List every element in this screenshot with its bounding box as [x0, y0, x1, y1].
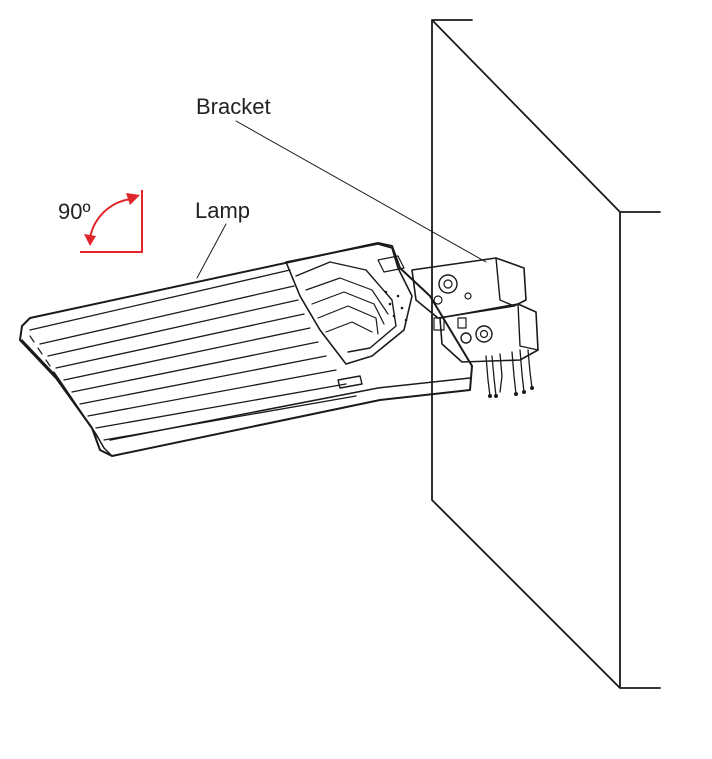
wire-leads: [485, 349, 534, 398]
bracket-label: Bracket: [196, 94, 271, 119]
arrow-head-top: [126, 193, 140, 205]
leader-lines: [196, 120, 487, 279]
angle-indicator: [80, 190, 143, 253]
lamp-leader-line: [196, 223, 227, 279]
angle-corner: [80, 190, 143, 253]
lamp: [19, 242, 473, 457]
bracket-plate-lower: [439, 303, 539, 363]
lamp-label: Lamp: [195, 198, 250, 223]
wall: [431, 19, 661, 689]
angle-label: 90º: [58, 199, 91, 224]
rotation-arc: [89, 198, 132, 239]
lamp-housing: [19, 242, 473, 457]
bracket-bolt: [438, 274, 458, 294]
bracket-bolt: [475, 325, 493, 343]
bracket-leader-line: [235, 120, 487, 263]
bracket: [411, 257, 539, 398]
arrow-head-bottom: [84, 234, 96, 246]
bracket-bolt: [460, 332, 472, 344]
bracket-plate-upper: [411, 257, 527, 319]
driver-housing: [285, 243, 413, 365]
